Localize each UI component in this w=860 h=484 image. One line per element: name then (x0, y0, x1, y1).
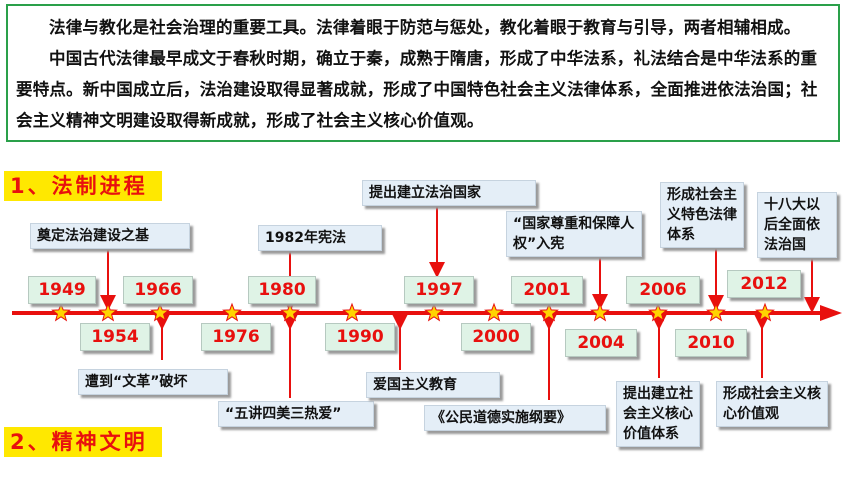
event-2012-core-values: 形成社会主义核心价值观 (716, 381, 828, 427)
event-2001-civic-morality: 《公民道德实施纲要》 (424, 405, 606, 431)
year-2012: 2012 (727, 270, 801, 298)
star-icon-1997 (424, 302, 444, 322)
star-icon-1976 (222, 302, 242, 322)
intro-paragraph-1: 法律与教化是社会治理的重要工具。法律着眼于防范与惩处，教化着眼于教育与引导，两者… (49, 18, 801, 37)
star-icon-2004 (590, 302, 610, 322)
star-icon-2010 (706, 302, 726, 322)
star-icon-1954 (98, 302, 118, 322)
event-1980-five-four-three: “五讲四美三热爱” (218, 401, 374, 427)
section-heading-spiritual: 2、精神文明 (4, 427, 162, 457)
star-icon-1980 (280, 302, 300, 322)
year-1997: 1997 (404, 276, 474, 304)
year-1954: 1954 (80, 323, 150, 351)
section-heading-legal: 1、法制进程 (4, 171, 162, 201)
event-1954-foundation: 奠定法治建设之基 (30, 223, 190, 249)
star-icon-1966 (150, 302, 170, 322)
year-2001: 2001 (511, 276, 583, 304)
year-2004: 2004 (565, 329, 637, 357)
year-1980: 1980 (248, 276, 316, 304)
timeline-arrowhead (820, 305, 842, 321)
event-1997-rule-of-law-state: 提出建立法治国家 (362, 180, 536, 206)
year-1976: 1976 (201, 323, 271, 351)
year-2000: 2000 (461, 323, 531, 351)
year-1949: 1949 (28, 276, 96, 304)
star-icon-1949 (51, 302, 71, 322)
star-icon-2006 (648, 302, 668, 322)
intro-box: 法律与教化是社会治理的重要工具。法律着眼于防范与惩处，教化着眼于教育与引导，两者… (6, 4, 840, 142)
intro-paragraph-2: 中国古代法律最早成文于春秋时期，确立于秦，成熟于隋唐，形成了中华法系，礼法结合是… (16, 49, 818, 130)
event-2010-legal-system: 形成社会主义特色法律体系 (660, 182, 744, 248)
star-icon-2001 (539, 302, 559, 322)
star-icon-1990 (342, 302, 362, 322)
event-1966-cultural-revolution: 遭到“文革”破坏 (78, 369, 228, 395)
event-2006-core-value-system: 提出建立社会主义核心价值体系 (616, 381, 700, 447)
star-icon-2012 (755, 302, 775, 322)
event-1982-constitution: 1982年宪法 (258, 225, 382, 251)
event-2004-human-rights: “国家尊重和保障人权”入宪 (506, 211, 642, 257)
year-2010: 2010 (675, 329, 747, 357)
star-icon-2000 (484, 302, 504, 322)
year-2006: 2006 (626, 276, 700, 304)
year-1966: 1966 (123, 276, 193, 304)
year-1990: 1990 (325, 323, 395, 351)
event-2012-rule-of-law: 十八大以后全面依法治国 (757, 192, 837, 258)
event-1994-patriotic-education: 爱国主义教育 (366, 372, 500, 398)
